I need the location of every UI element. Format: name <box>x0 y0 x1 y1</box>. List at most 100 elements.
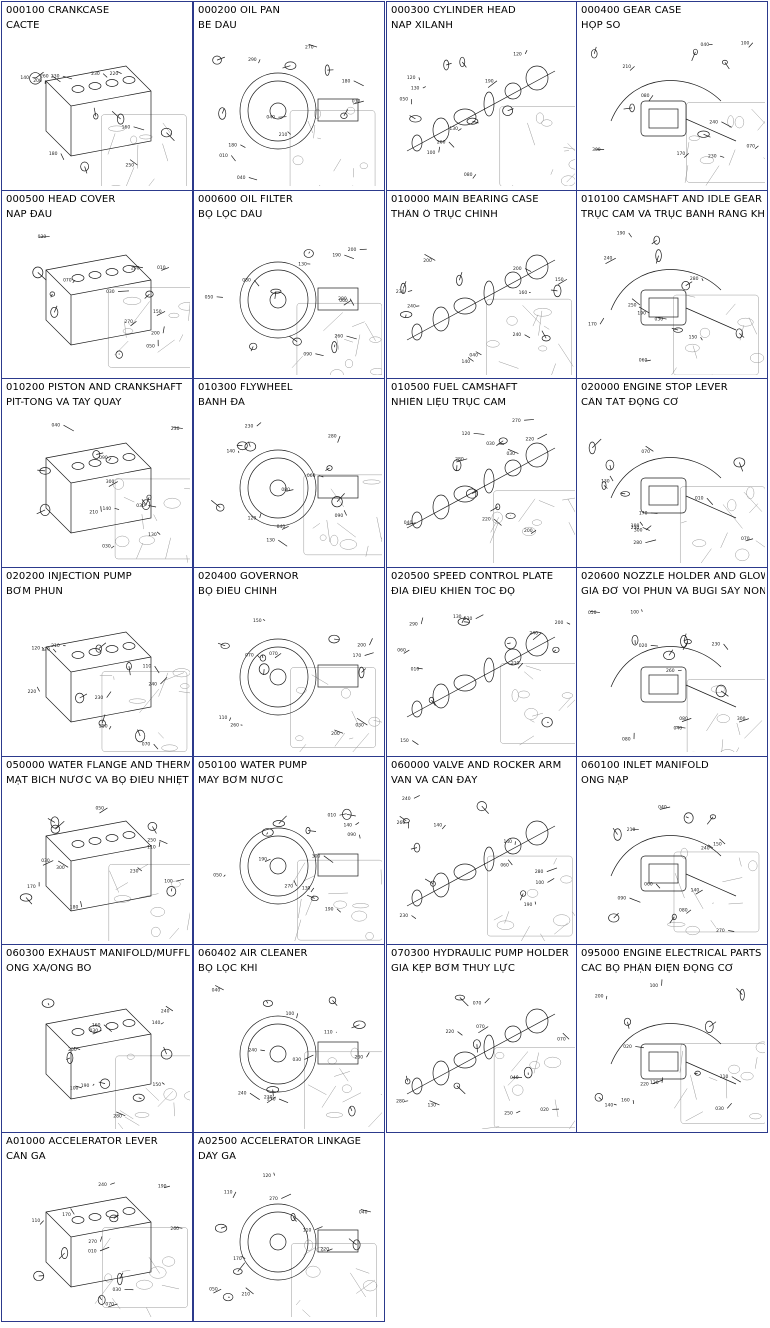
svg-text:030: 030 <box>355 723 364 729</box>
svg-text:270: 270 <box>512 418 521 424</box>
svg-text:030: 030 <box>136 503 145 509</box>
svg-text:240: 240 <box>513 332 522 338</box>
svg-text:220: 220 <box>482 517 491 523</box>
svg-text:120: 120 <box>513 51 522 57</box>
catalog-item-vietnamese-name: CÁC BỘ PHẬN ĐIỆN ĐỘNG CƠ <box>581 963 734 974</box>
catalog-item-exhaust-manifold[interactable]: 060300 EXHAUST MANIFOLD/MUFFLER ỐNG XẢ/ỐN… <box>1 944 193 1133</box>
svg-text:090: 090 <box>335 513 344 519</box>
svg-text:190: 190 <box>258 857 267 863</box>
svg-text:260: 260 <box>40 73 49 79</box>
svg-text:110: 110 <box>324 1030 333 1036</box>
svg-text:180: 180 <box>342 78 351 84</box>
catalog-item-code: 010500 FUEL CAMSHAFT <box>391 382 518 393</box>
svg-text:050: 050 <box>95 805 104 811</box>
svg-text:060: 060 <box>339 298 348 304</box>
svg-text:230: 230 <box>264 1094 273 1100</box>
svg-text:260: 260 <box>397 820 406 826</box>
svg-text:230: 230 <box>712 642 721 648</box>
catalog-item-vietnamese-name: ỐNG XẢ/ỐNG BÔ <box>6 963 92 974</box>
svg-text:230: 230 <box>631 525 640 531</box>
svg-text:020: 020 <box>540 1107 549 1113</box>
catalog-item-vietnamese-name: ỐNG NẠP <box>581 775 629 786</box>
catalog-item-code: 010100 CAMSHAFT AND IDLE GEAR SHA <box>581 194 765 205</box>
catalog-item-camshaft[interactable]: 010100 CAMSHAFT AND IDLE GEAR SHATRỤC CA… <box>576 190 768 379</box>
catalog-item-code: 050100 WATER PUMP <box>198 760 308 771</box>
svg-text:250: 250 <box>147 838 156 844</box>
svg-text:010: 010 <box>157 265 166 271</box>
svg-text:190: 190 <box>332 253 341 259</box>
svg-text:100: 100 <box>70 1085 79 1091</box>
svg-text:130: 130 <box>148 532 157 538</box>
svg-text:180: 180 <box>228 142 237 148</box>
svg-text:060: 060 <box>397 648 406 654</box>
catalog-item-code: 000600 OIL FILTER <box>198 194 293 205</box>
catalog-item-code: 020000 ENGINE STOP LEVER <box>581 382 728 393</box>
svg-text:170: 170 <box>233 1256 242 1262</box>
svg-text:050: 050 <box>400 97 409 103</box>
svg-text:290: 290 <box>248 57 257 63</box>
catalog-item-code: 000300 CYLINDER HEAD <box>391 5 516 16</box>
svg-text:260: 260 <box>230 723 239 729</box>
svg-text:140: 140 <box>343 822 352 828</box>
svg-text:110: 110 <box>32 1218 41 1224</box>
svg-text:260: 260 <box>666 668 675 674</box>
svg-text:220: 220 <box>640 1081 649 1087</box>
catalog-item-code: 050000 WATER FLANGE AND THERMOST <box>6 760 190 771</box>
catalog-item-vietnamese-name: GIÁ KẸP BƠM THỦY LỰC <box>391 963 515 974</box>
catalog-item-code: 060300 EXHAUST MANIFOLD/MUFFLER <box>6 948 190 959</box>
svg-text:050: 050 <box>205 294 214 300</box>
svg-text:290: 290 <box>131 265 140 271</box>
svg-text:150: 150 <box>555 277 564 283</box>
svg-text:100: 100 <box>631 523 640 529</box>
svg-text:240: 240 <box>248 1047 257 1053</box>
svg-text:140: 140 <box>503 839 512 845</box>
svg-text:210: 210 <box>627 827 636 833</box>
svg-text:160: 160 <box>122 124 131 130</box>
catalog-item-vietnamese-name: VAN VÀ CẦN ĐẨY <box>391 775 478 786</box>
catalog-item-vietnamese-name: BỘ LỌC KHÍ <box>198 963 258 974</box>
catalog-item-water-flange[interactable]: 050000 WATER FLANGE AND THERMOSTMẶT BÍCH… <box>1 756 193 945</box>
svg-text:100: 100 <box>535 880 544 886</box>
svg-text:030: 030 <box>506 451 515 457</box>
svg-text:240: 240 <box>402 796 411 802</box>
svg-text:210: 210 <box>623 64 632 70</box>
catalog-item-nozzle-holder[interactable]: 020600 NOZZLE HOLDER AND GLOW PLGIÁ ĐỠ V… <box>576 567 768 757</box>
svg-text:040: 040 <box>701 42 710 48</box>
svg-text:130: 130 <box>411 86 420 92</box>
catalog-item-vietnamese-name: NẮP ĐẦU <box>6 209 53 220</box>
catalog-item-code: A01000 ACCELERATOR LEVER <box>6 1136 158 1147</box>
svg-text:250: 250 <box>99 724 108 730</box>
svg-text:030: 030 <box>90 1028 99 1034</box>
svg-text:190: 190 <box>325 906 334 912</box>
